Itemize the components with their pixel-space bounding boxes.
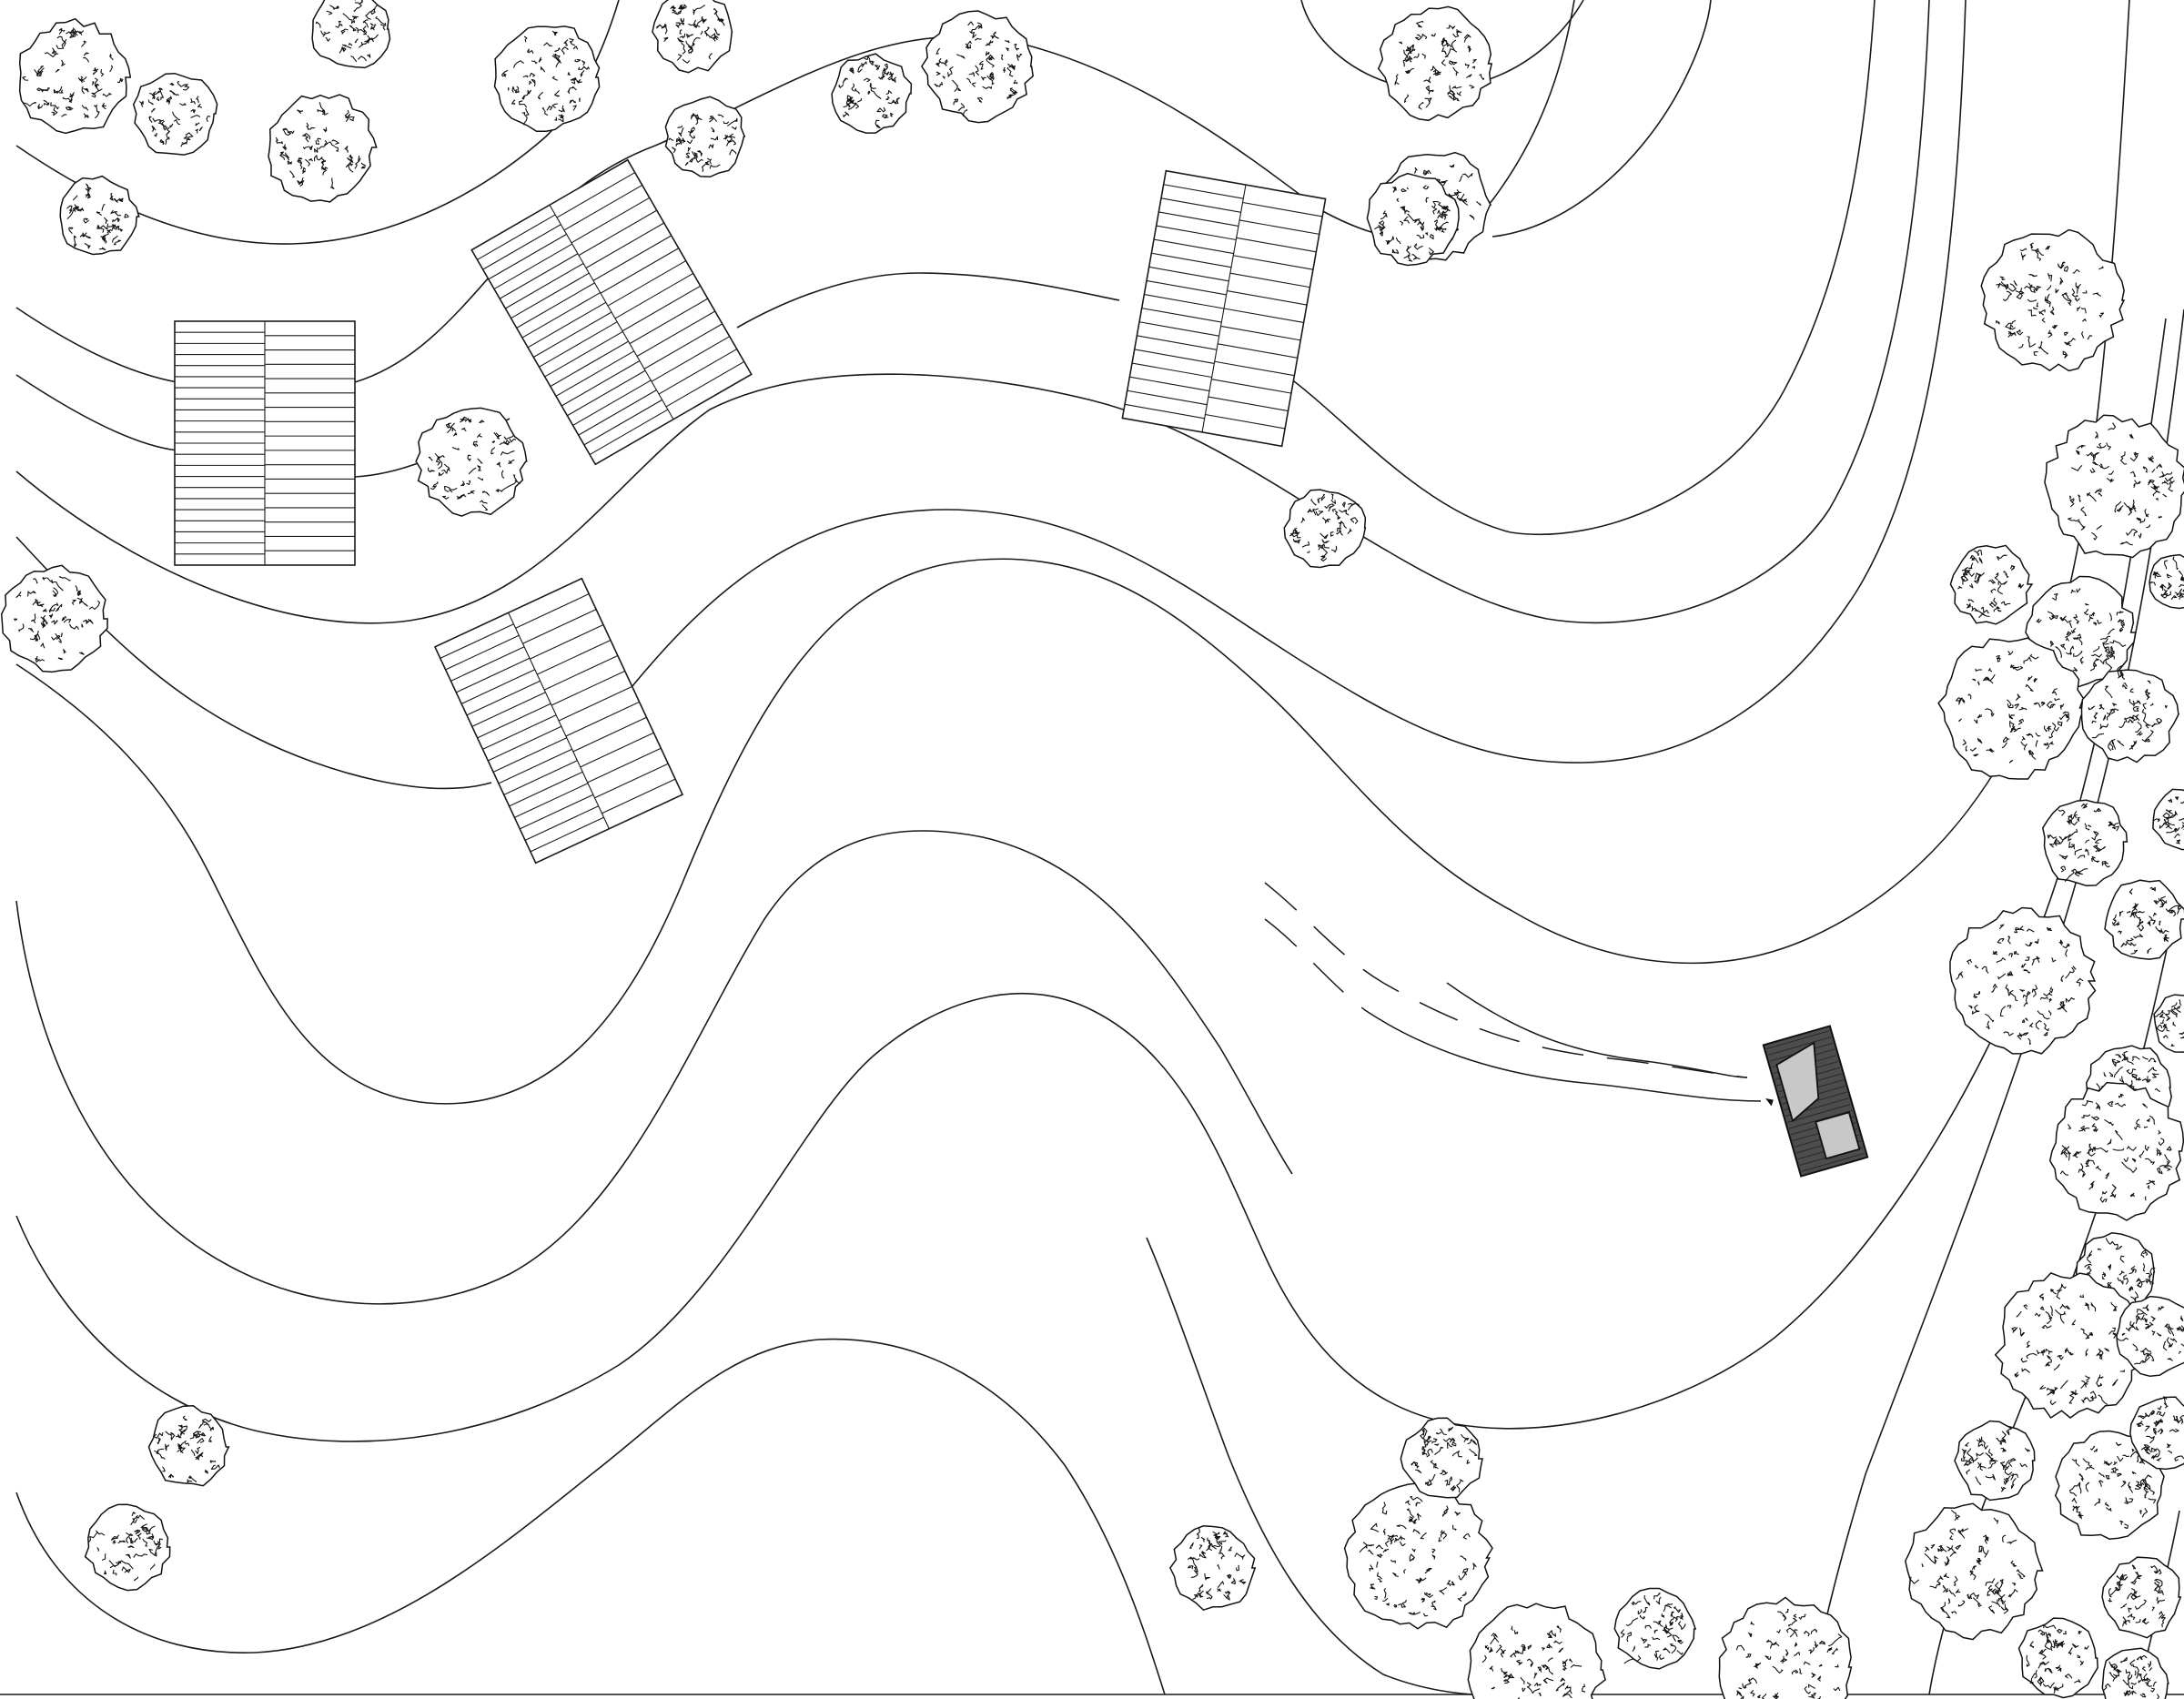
tree xyxy=(652,0,733,74)
tree xyxy=(2042,799,2128,886)
tree xyxy=(2104,879,2184,960)
tree xyxy=(2149,553,2184,610)
tree xyxy=(59,175,140,256)
path-line xyxy=(1364,1009,1762,1102)
tree xyxy=(1377,5,1493,122)
footpath xyxy=(1264,882,1762,1102)
tree xyxy=(2101,1647,2169,1699)
tree xyxy=(1343,1482,1493,1630)
tree xyxy=(1366,172,1460,267)
tree xyxy=(1994,1272,2145,1420)
dashed-path-lower xyxy=(1264,918,1366,1011)
tree xyxy=(1980,228,2126,372)
tree xyxy=(1905,1502,2044,1641)
cabin-skylight xyxy=(1775,1041,1820,1123)
dashed-path-upper xyxy=(1264,882,1748,1078)
planting-bed xyxy=(470,158,753,466)
tree xyxy=(415,407,528,517)
tree xyxy=(132,72,218,156)
tree xyxy=(2017,1617,2098,1699)
tree xyxy=(0,564,108,673)
tree xyxy=(2129,1396,2184,1471)
tree xyxy=(311,0,391,69)
tree xyxy=(1169,1525,1257,1612)
contour-line xyxy=(1146,1237,1502,1696)
tree xyxy=(84,1503,171,1592)
cabin-deck xyxy=(1815,1111,1861,1160)
tree xyxy=(2048,1081,2184,1221)
tree xyxy=(1613,1587,1697,1670)
planting-bed xyxy=(1121,169,1327,448)
tree xyxy=(268,94,378,203)
contour-line xyxy=(15,1338,1166,1695)
contour-line xyxy=(15,0,1930,624)
tree xyxy=(2153,994,2184,1053)
contour-line xyxy=(15,830,1293,1305)
tree xyxy=(1949,544,2034,625)
tree xyxy=(1949,906,2097,1055)
cabin xyxy=(1762,1025,1869,1178)
tree xyxy=(1400,1417,1483,1499)
tree xyxy=(2116,1295,2184,1378)
path-line xyxy=(1446,982,1748,1078)
tree xyxy=(2044,414,2184,559)
tree xyxy=(831,53,913,134)
contour-line xyxy=(1491,0,1712,238)
tree xyxy=(1954,1420,2036,1502)
tree xyxy=(2152,788,2184,851)
tree xyxy=(493,25,601,133)
tree xyxy=(147,1405,230,1487)
tree xyxy=(1283,489,1367,569)
planting-bed xyxy=(433,577,684,865)
planting-bed xyxy=(174,320,356,566)
tree xyxy=(2080,665,2180,764)
tree xyxy=(1467,1603,1606,1699)
planting-beds xyxy=(174,158,1327,865)
tree xyxy=(1937,637,2086,780)
contour-line xyxy=(1810,308,2184,1695)
tree xyxy=(921,10,1035,124)
tree xyxy=(18,17,132,135)
tree xyxy=(664,96,746,178)
tree xyxy=(1718,1596,1853,1699)
tree xyxy=(2101,1556,2182,1639)
entry-arrow-icon xyxy=(1765,1098,1774,1107)
tree xyxy=(2054,1430,2165,1540)
